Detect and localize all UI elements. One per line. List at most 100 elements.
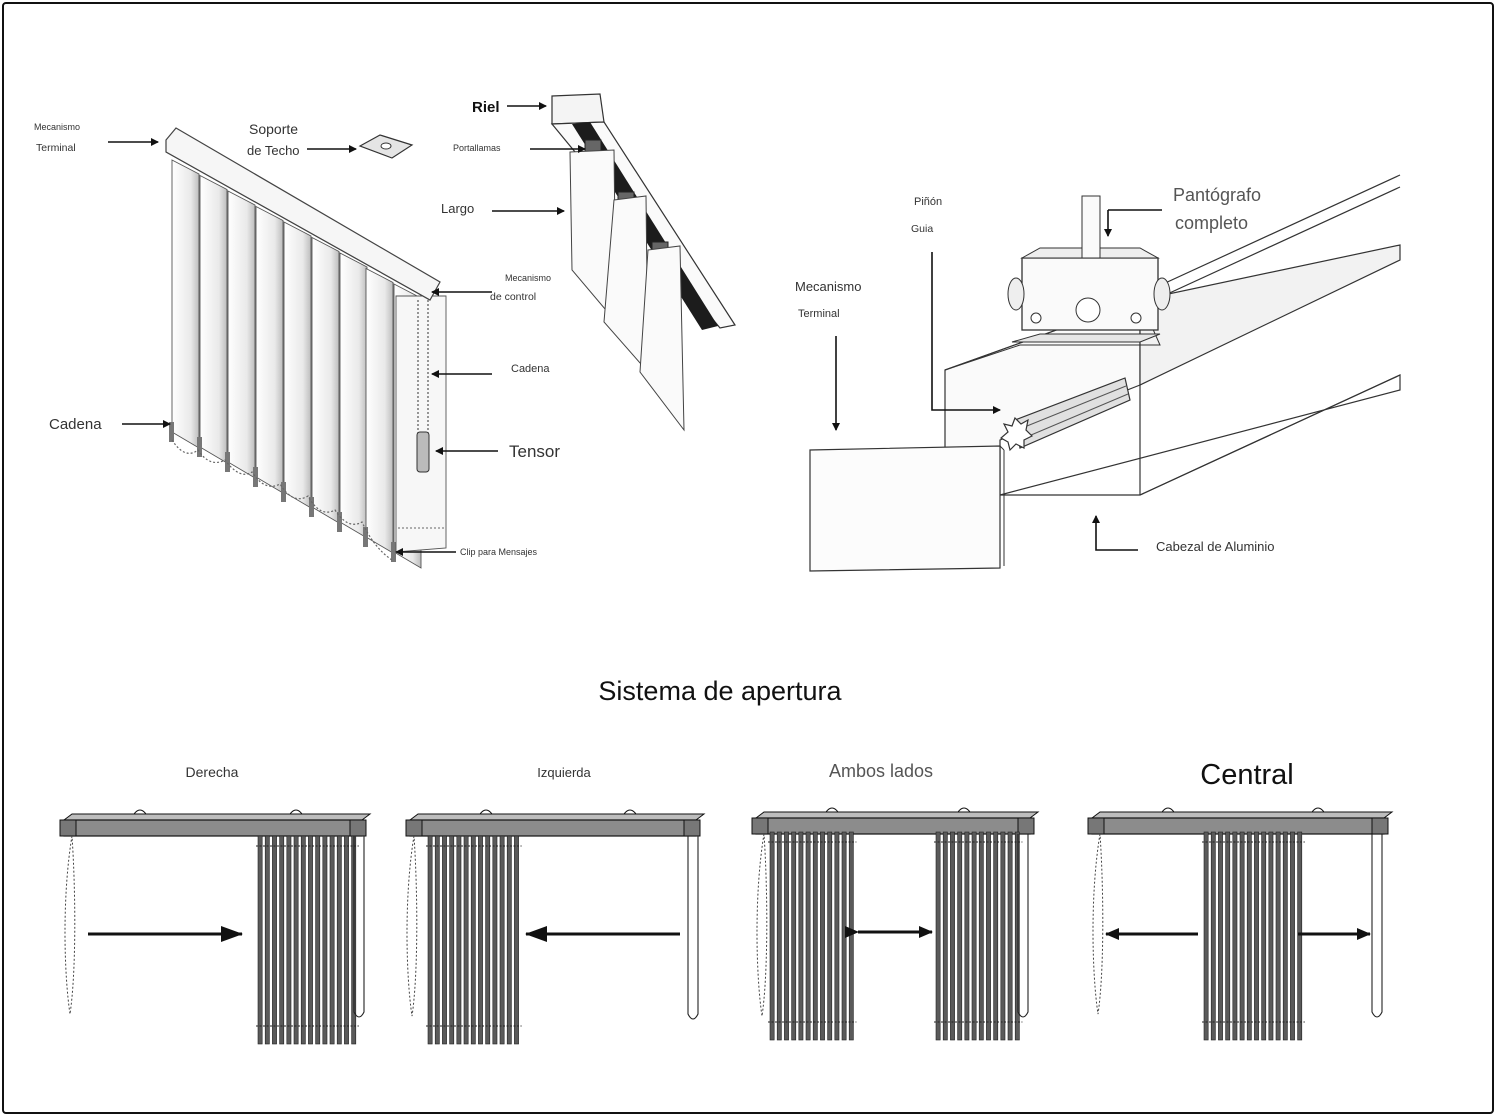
blind-slat — [339, 252, 368, 539]
stack-slat — [264, 835, 270, 1045]
pinion-gear — [999, 416, 1034, 452]
label-portallamas: Portallamas — [453, 143, 501, 153]
stack-slat — [1254, 831, 1259, 1041]
slat-bottom-weight — [309, 497, 314, 517]
blind-slat — [171, 159, 200, 449]
headrail-top — [408, 813, 706, 821]
stack-slat — [820, 831, 825, 1041]
stack-slat — [1246, 831, 1252, 1041]
slat-stack — [426, 835, 522, 1045]
stack-slat — [470, 835, 476, 1045]
vertical-blind-illustration — [165, 127, 447, 569]
blind-slats — [169, 159, 447, 569]
blind-slat — [311, 236, 340, 524]
stack-slat — [957, 831, 963, 1041]
label-mecanismo-terminal-2: Terminal — [36, 142, 76, 154]
headrail-endcap — [349, 819, 367, 837]
headrail-front — [409, 819, 697, 837]
stack-slat — [1239, 831, 1245, 1041]
label-cadena-right: Cadena — [511, 363, 550, 375]
stack-slat — [1261, 831, 1267, 1041]
blind-slat — [365, 267, 394, 554]
headrail-front — [63, 819, 363, 837]
stack-slat — [971, 831, 977, 1041]
headrail-mechanism-illustration — [809, 174, 1401, 572]
stack-slat — [1268, 831, 1274, 1041]
rail-closeup-illustration — [550, 93, 736, 432]
stack-slat — [848, 831, 854, 1041]
label-mecanismo-control: Mecanismo — [505, 273, 551, 283]
stack-slat — [434, 835, 440, 1045]
label-clip-mensajes: Clip para Mensajes — [460, 547, 538, 557]
stack-slat — [344, 835, 349, 1045]
stack-slat — [1225, 831, 1231, 1041]
label-soporte: Soporte — [249, 121, 298, 137]
stack-slat — [257, 835, 263, 1045]
stack-slat — [798, 831, 804, 1041]
slat-bottom-weight — [225, 452, 230, 472]
opening-headrail — [1087, 807, 1394, 835]
label-pantografo: Pantógrafo — [1173, 185, 1261, 205]
blind-slat — [283, 221, 312, 509]
bracket-clip — [289, 809, 303, 815]
annotation-labels: Mecanismo Terminal Soporte de Techo Cade… — [34, 99, 1275, 557]
opening-label-derecha: Derecha — [186, 764, 239, 780]
stack-slat — [834, 831, 840, 1041]
stack-slat — [769, 831, 775, 1041]
stack-slat — [442, 835, 447, 1045]
pull-chain — [1092, 833, 1104, 1015]
stack-slat — [336, 835, 342, 1045]
stack-slat — [935, 831, 941, 1041]
blind-slat — [199, 174, 228, 464]
headrail-endcap — [751, 817, 769, 835]
control-chain — [417, 300, 429, 440]
stack-slat — [1218, 831, 1223, 1041]
opening-label-ambos-lados: Ambos lados — [829, 761, 933, 781]
label-guia: Guia — [911, 223, 933, 235]
stack-slat — [329, 835, 335, 1045]
stack-slat — [986, 831, 991, 1041]
slat-bottom-weight — [169, 422, 174, 442]
bracket-clip — [133, 809, 147, 815]
opening-headrail — [59, 809, 372, 837]
slat-stack — [256, 835, 359, 1045]
stack-slat — [463, 835, 469, 1045]
stack-slat — [322, 835, 328, 1045]
stack-slat — [791, 831, 797, 1041]
stack-slat — [978, 831, 984, 1041]
stack-slat — [315, 835, 321, 1045]
stack-slat — [499, 835, 505, 1045]
stack-slat — [427, 835, 433, 1045]
label-cadena-left: Cadena — [49, 416, 102, 433]
rail-cap — [551, 93, 605, 125]
stack-slat — [308, 835, 313, 1045]
headrail-endcap — [1017, 817, 1035, 835]
stack-slat — [514, 835, 519, 1045]
slat-stack — [1202, 831, 1305, 1041]
stack-slat — [485, 835, 491, 1045]
slat-stack — [768, 831, 857, 1041]
stack-slat — [964, 831, 970, 1041]
pull-chain — [406, 835, 418, 1017]
stack-slat — [1232, 831, 1238, 1041]
headrail-endcap — [683, 819, 701, 837]
headrail-front — [755, 817, 1031, 835]
opening-diagrams — [59, 807, 1394, 1045]
stack-slat — [1290, 831, 1295, 1041]
stack-slat — [950, 831, 955, 1041]
slat-bottom-weight — [281, 482, 286, 502]
headrail-endcap — [405, 819, 423, 837]
label-pinon: Piñón — [914, 196, 942, 208]
stack-slat — [1203, 831, 1209, 1041]
label-cabezal-aluminio: Cabezal de Aluminio — [1156, 539, 1275, 554]
control-cord — [353, 836, 365, 1018]
stack-slat — [1007, 831, 1013, 1041]
stack-slat — [1210, 831, 1216, 1041]
stack-slat — [993, 831, 999, 1041]
stack-slat — [449, 835, 455, 1045]
stack-slat — [1000, 831, 1006, 1041]
stack-slat — [506, 835, 512, 1045]
stack-slat — [478, 835, 483, 1045]
